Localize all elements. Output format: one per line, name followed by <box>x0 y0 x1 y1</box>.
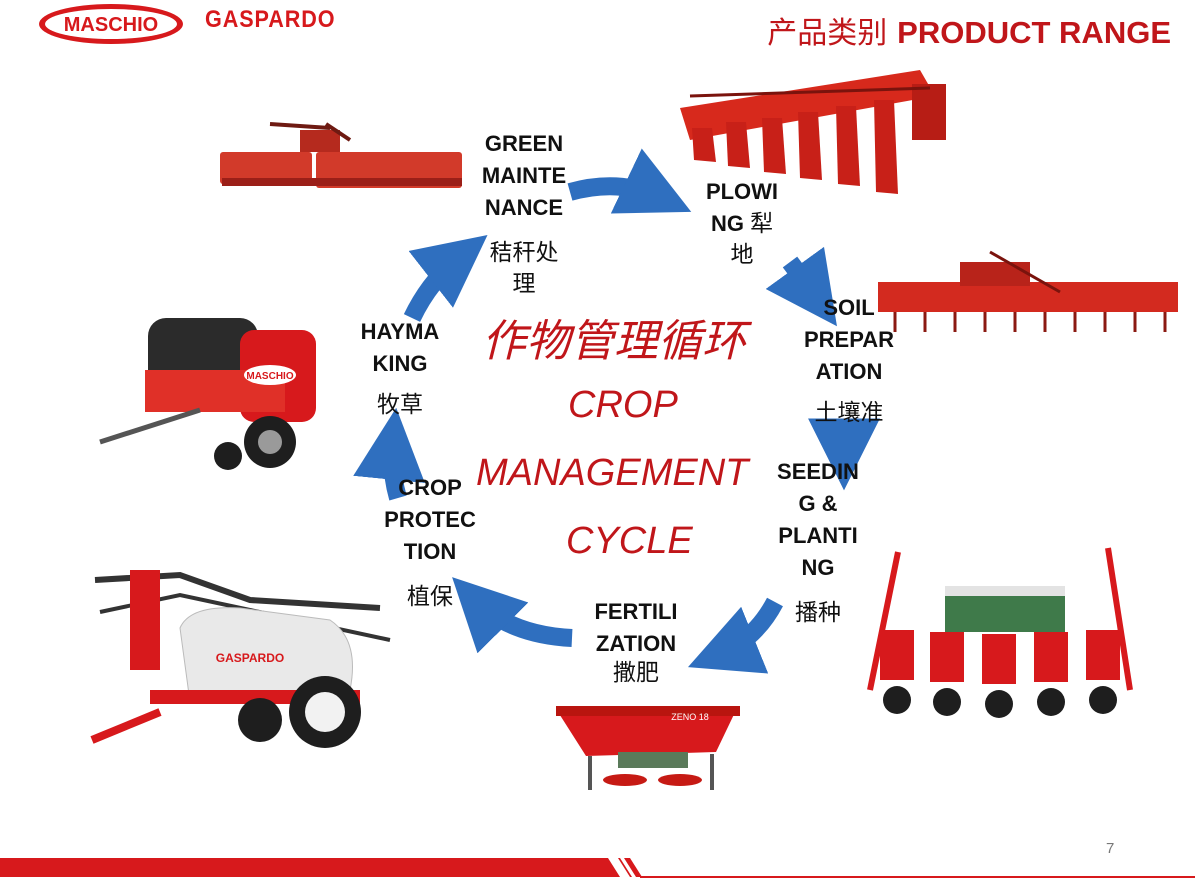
stage-haymaking-en: HAYMA KING <box>360 319 440 376</box>
cycle-title-cn: 作物管理循环 <box>482 316 746 367</box>
round-baler-image: MASCHIO <box>99 318 316 470</box>
stage-plowing-en: PLOWI NG <box>705 179 779 236</box>
plough-image <box>680 70 946 194</box>
arrow-green-to-plowing <box>567 148 692 214</box>
power-harrow-image <box>878 250 1178 332</box>
stage-crop-protection-en: CROP PROTEC TION <box>384 475 476 564</box>
cycle-title-line1: CROP <box>568 384 678 426</box>
stage-fertilization-cn: 撒肥 <box>613 660 659 686</box>
stage-crop-protection-cn: 植保 <box>407 584 453 610</box>
sprayer-image: GASPARDO <box>90 570 391 748</box>
page-number: 7 <box>1106 840 1115 857</box>
arrow-seeding-to-fertilization <box>687 597 783 674</box>
stage-fertilization-en: FERTILI ZATION <box>594 599 678 656</box>
arrow-fertilization-to-protection <box>452 577 573 654</box>
stage-green-maintenance-cn: 秸秆处 理 <box>489 240 559 297</box>
stage-plowing: PLOWI NG 犁 <box>696 176 788 240</box>
arrow-plowing-to-soil <box>765 246 837 327</box>
stage-green-maintenance-en: GREEN MAINTE NANCE <box>481 131 567 220</box>
gaspardo-logo: GASPARDO <box>205 6 336 33</box>
spreader-image: ZENO 18 <box>556 706 740 790</box>
svg-text:GASPARDO: GASPARDO <box>216 651 284 665</box>
svg-text:MASCHIO: MASCHIO <box>64 14 158 36</box>
stage-soil-preparation-en: SOIL PREPAR ATION <box>803 295 895 384</box>
arrow-soil-to-seeding <box>807 418 880 491</box>
page-title-cn: 产品类别 <box>767 16 888 51</box>
arrow-haymaking-to-green <box>403 235 488 322</box>
seeder-image <box>867 547 1133 718</box>
cycle-arrows <box>353 148 880 674</box>
cycle-title-line2: MANAGEMENT <box>476 452 749 494</box>
footer-bar <box>0 858 1195 878</box>
stage-seeding-cn: 播种 <box>795 600 841 626</box>
arrow-protection-to-haymaking <box>353 407 425 501</box>
stage-haymaking-cn: 牧草 <box>377 392 423 418</box>
stage-soil-preparation-cn: 土壤准 <box>814 400 884 426</box>
stage-plowing-cn: 地 <box>730 242 754 268</box>
svg-text:ZENO 18: ZENO 18 <box>671 712 709 722</box>
page-title: 产品类别 PRODUCT RANGE <box>767 8 1171 52</box>
cycle-title-line3: CYCLE <box>566 520 693 562</box>
maschio-logo: MASCHIO <box>39 4 183 44</box>
svg-text:MASCHIO: MASCHIO <box>246 371 293 382</box>
mulcher-image <box>220 122 462 188</box>
stage-seeding-en: SEEDIN G & PLANTI NG <box>777 459 859 580</box>
stage-plowing-cn-inline: 犁 <box>750 211 774 237</box>
page-title-en: PRODUCT RANGE <box>897 15 1171 50</box>
